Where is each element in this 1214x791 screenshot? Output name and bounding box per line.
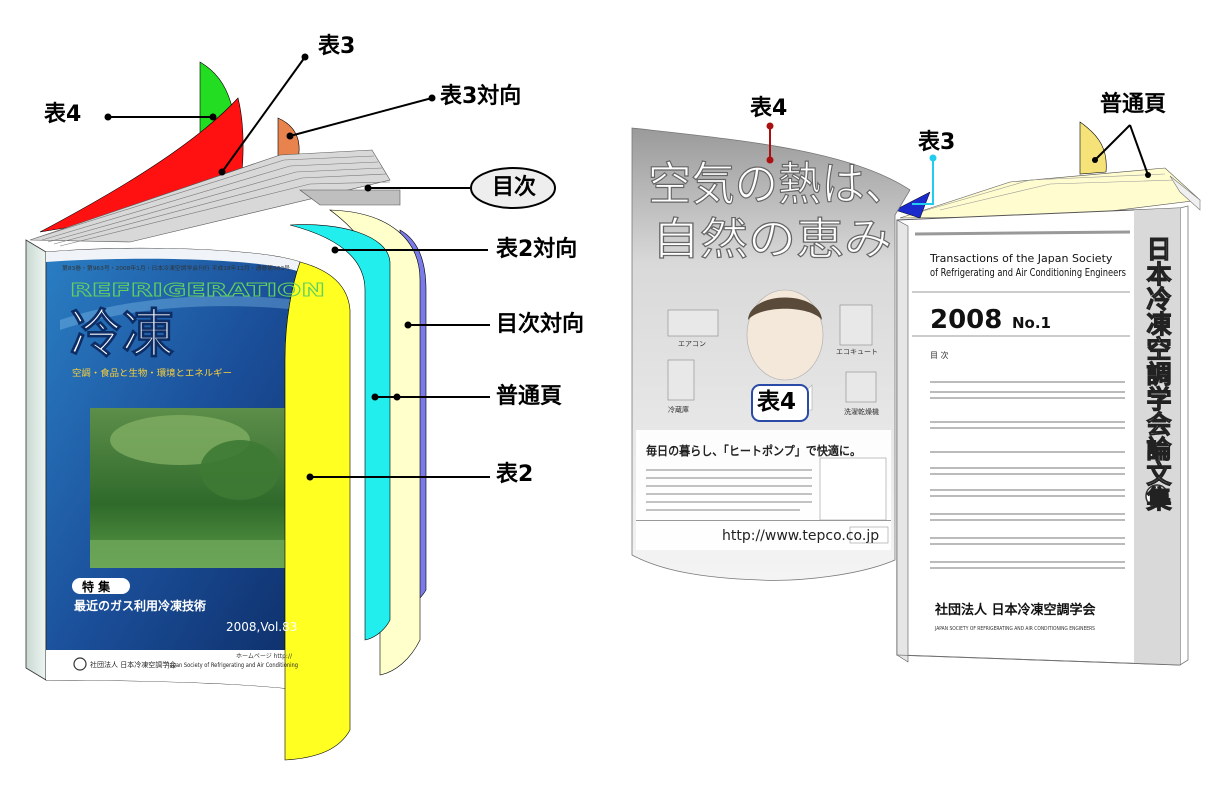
- journal-number: No.1: [1012, 314, 1051, 332]
- cover-header-line: 第83巻・第963号・2008年1月・日本冷凍空調学会刊行 平成18年12月・通…: [62, 264, 291, 272]
- label-back-cover: 表4: [44, 102, 82, 127]
- journal-seal-icon: [1145, 484, 1169, 508]
- journal-spine-title: 日本冷凍空調学会論文集: [1143, 236, 1173, 512]
- toc-label-oval: [470, 167, 556, 209]
- back-cover-badge: 表4: [757, 389, 797, 415]
- journal-year: 2008: [930, 305, 1002, 335]
- cover-feature-badge: 特 集: [82, 579, 111, 594]
- journal-title-en-2: of Refrigerating and Air Conditioning En…: [930, 266, 1126, 279]
- cover-title: 冷凍: [70, 305, 174, 365]
- journal-publisher-en: JAPAN SOCIETY OF REFRIGERATING AND AIR C…: [934, 626, 1095, 632]
- ad-headline-2: 自然の恵み: [652, 214, 892, 265]
- ad-item-aircon: [667, 309, 719, 337]
- cover-homepage: ホームページ http://: [236, 653, 293, 660]
- cover-feature-text: 最近のガス利用冷凍技術: [74, 598, 206, 613]
- label-regular-page: 普通頁: [496, 384, 563, 409]
- ad-item-label-aircon: エアコン: [678, 340, 706, 348]
- label-right-back-cover: 表4: [750, 96, 788, 121]
- ad-item-label-fridge: 冷蔵庫: [668, 405, 689, 414]
- journal-side-band: [1134, 208, 1180, 665]
- publisher-seal-icon: [73, 657, 87, 671]
- label-inside-back-cover: 表3: [318, 34, 356, 59]
- cover-subtitle: 空調・食品と生物・環境とエネルギー: [72, 367, 232, 379]
- ad-caption: 毎日の暮らし、「ヒートポンプ」で快適に。: [646, 443, 861, 458]
- ad-item-washer: [845, 371, 877, 403]
- label-facing-inside-front: 表2対向: [496, 237, 578, 262]
- facing-inside-front-sheet: [289, 224, 391, 641]
- right-regular-page-tab: [1079, 121, 1107, 175]
- label-right-inside-back-cover: 表3: [918, 130, 956, 155]
- journal-toc-label: 目 次: [930, 350, 949, 360]
- ad-body-text: [646, 469, 812, 511]
- left-leader-dots: [104, 53, 436, 481]
- cover-publisher-en: Japan Society of Refrigerating and Air C…: [167, 661, 298, 669]
- ad-item-label-washer: 洗濯乾燥機: [844, 407, 879, 416]
- inside-front-cover-sheet: [284, 261, 351, 761]
- ad-item-label-ecocute: エコキュート: [836, 348, 878, 356]
- page-block-top: [29, 149, 401, 247]
- cover-issue: 2008,Vol.83: [226, 620, 297, 634]
- cover-brand: REFRIGERATION: [70, 280, 325, 301]
- ad-child-photo: [746, 289, 824, 381]
- ad-item-ecocute: [839, 304, 873, 346]
- label-facing-toc: 目次対向: [496, 312, 585, 337]
- back-cover-badge-box: [751, 384, 809, 422]
- ad-url: http://www.tepco.co.jp: [722, 528, 879, 544]
- label-facing-inside-back: 表3対向: [440, 84, 522, 109]
- ad-item-fridge: [667, 359, 695, 401]
- label-right-regular-page: 普通頁: [1100, 92, 1167, 117]
- ad-headline-1: 空気の熱は、: [648, 157, 908, 211]
- journal-publisher: 社団法人 日本冷凍空調学会: [934, 602, 1097, 618]
- right-leader-lines: [769, 124, 1149, 205]
- journal-toc-rows: [930, 381, 1125, 569]
- label-toc: 目次: [492, 175, 537, 200]
- magazine-spine: [25, 239, 47, 681]
- label-inside-front-cover: 表2: [496, 462, 534, 487]
- journal-spine: [896, 219, 909, 663]
- journal-title-en-1: Transactions of the Japan Society: [929, 252, 1113, 265]
- cover-publisher: 社団法人 日本冷凍空調学会: [90, 660, 176, 669]
